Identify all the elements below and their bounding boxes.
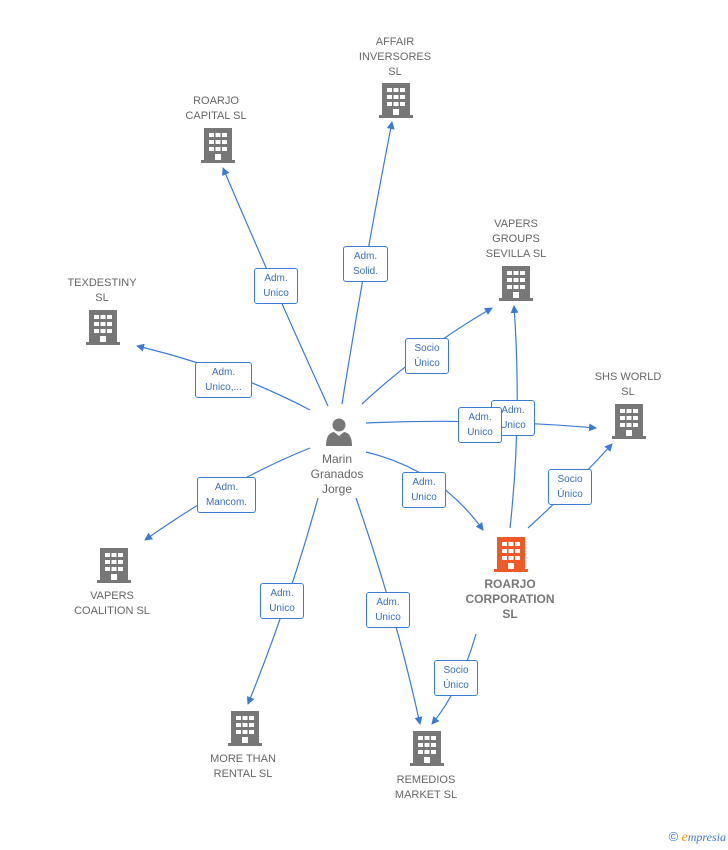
building-icon-texdestiny[interactable] <box>86 310 120 345</box>
company-label-shs-world[interactable]: SHS WORLD SL <box>594 371 662 398</box>
edge-label-vapers-groups-person: Socio Único <box>405 338 449 374</box>
edge-label-vapers-coalition: Adm. Mancom. <box>197 477 256 513</box>
brand-footer[interactable]: © empresia <box>669 829 726 846</box>
building-icon-vapers-coalition[interactable] <box>97 548 131 583</box>
edge-label-affair: Adm. Solid. <box>343 246 388 282</box>
company-label-roarjo-corporation[interactable]: ROARJO CORPORATION SL <box>465 577 555 621</box>
copyright-icon: © <box>668 829 679 844</box>
building-icon-more-than-rental[interactable] <box>228 711 262 746</box>
edge-label-remedios-corp: Socio Único <box>434 660 478 696</box>
building-icon-remedios[interactable] <box>410 731 444 766</box>
edge-label-texdestiny: Adm. Unico,... <box>195 362 252 398</box>
building-icon-roarjo-capital[interactable] <box>201 128 235 163</box>
company-label-roarjo-capital[interactable]: ROARJO CAPITAL SL <box>185 95 247 122</box>
edge-label-shs-corp: Socio Único <box>548 469 592 505</box>
edge-label-shs-person: Adm. Unico <box>458 407 502 443</box>
edge-lines <box>136 121 613 725</box>
edge-label-more-than: Adm. Unico <box>260 583 304 619</box>
brand-logo-e: e <box>681 830 688 845</box>
building-icon-affair[interactable] <box>379 83 413 118</box>
building-icon-vapers-groups[interactable] <box>499 266 533 301</box>
company-label-vapers-coalition[interactable]: VAPERS COALITION SL <box>74 590 150 617</box>
edge-label-remedios-person: Adm. Unico <box>366 592 410 628</box>
brand-logo-text: mpresia <box>687 830 726 844</box>
building-icon-shs-world[interactable] <box>612 404 646 439</box>
person-name-label[interactable]: Marin Granados Jorge <box>310 452 364 496</box>
company-label-remedios[interactable]: REMEDIOS MARKET SL <box>394 774 458 801</box>
building-icon-roarjo-corporation[interactable] <box>494 537 528 572</box>
company-label-vapers-groups[interactable]: VAPERS GROUPS SEVILLA SL <box>485 218 547 260</box>
company-label-texdestiny[interactable]: TEXDESTINY SL <box>67 277 137 304</box>
company-label-affair[interactable]: AFFAIR INVERSORES SL <box>358 36 432 78</box>
company-label-more-than-rental[interactable]: MORE THAN RENTAL SL <box>210 753 276 780</box>
person-icon[interactable] <box>326 418 352 447</box>
edge-label-roarjo-corp: Adm. Unico <box>402 472 446 508</box>
edge-label-roarjo-capital: Adm. Unico <box>254 268 298 304</box>
